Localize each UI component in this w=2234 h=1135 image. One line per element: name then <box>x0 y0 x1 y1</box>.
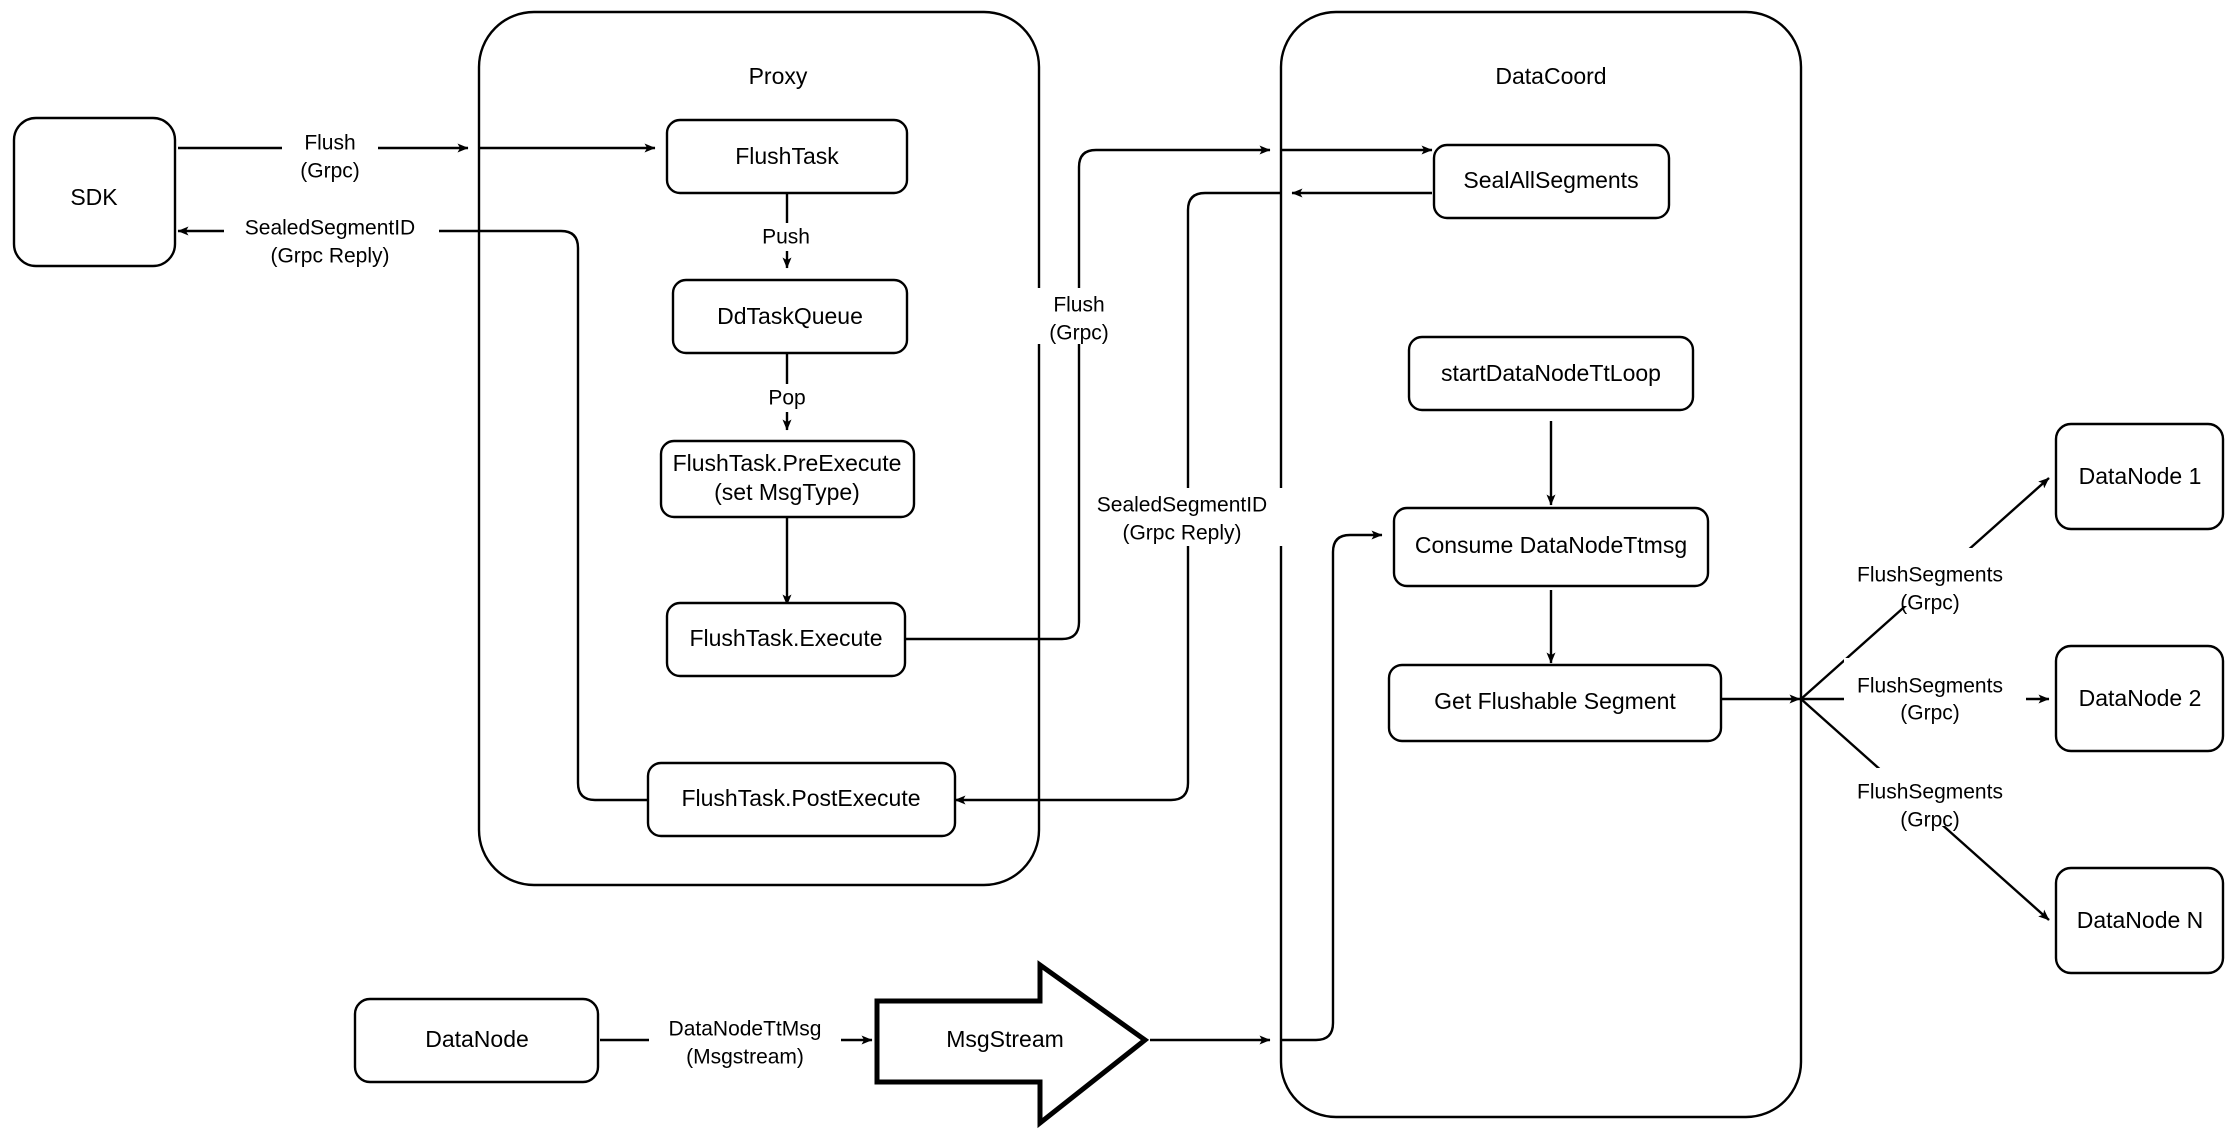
node-flushtask-postexecute-label: FlushTask.PostExecute <box>681 785 920 811</box>
edge-label-pop: Pop <box>768 387 805 410</box>
edge-label-coord-reply-line2: (Grpc Reply) <box>1122 522 1241 545</box>
edge-label-sdk-flush-line2: (Grpc) <box>300 160 360 183</box>
edge-label-flushsegments-2-line1: FlushSegments <box>1857 675 2003 698</box>
edge-label-datanodettmsg-line1: DataNodeTtMsg <box>669 1018 822 1041</box>
label-bg-sdk-reply <box>224 211 439 269</box>
edge-label-sdk-reply-line2: (Grpc Reply) <box>270 245 389 268</box>
node-start-datanode-tt-loop[interactable] <box>1407 335 1695 412</box>
node-get-flushable-segment-label: Get Flushable Segment <box>1434 688 1676 714</box>
edge-label-proxy-flush-line2: (Grpc) <box>1049 322 1109 345</box>
node-datanode-2-label: DataNode 2 <box>2079 685 2202 711</box>
node-ddtaskqueue[interactable] <box>671 278 909 355</box>
edge-label-flushsegments-1-line1: FlushSegments <box>1857 564 2003 587</box>
node-sdk[interactable] <box>12 116 177 268</box>
label-bg-flushsegments-2 <box>1844 658 2026 716</box>
container-datacoord-label: DataCoord <box>1495 63 1606 89</box>
label-bg-coord-reply <box>1087 488 1289 546</box>
node-sealallsegments-label: SealAllSegments <box>1463 167 1638 193</box>
node-flushtask-label: FlushTask <box>735 143 839 169</box>
edge-label-coord-reply-line1: SealedSegmentID <box>1097 494 1267 517</box>
node-flushtask-preexecute[interactable] <box>659 439 916 519</box>
node-flushtask-postexecute[interactable] <box>646 761 957 838</box>
node-msgstream-label: MsgStream <box>946 1026 1064 1052</box>
edge-label-sdk-flush-line1: Flush <box>304 132 355 155</box>
label-bg-push <box>755 223 817 251</box>
edge-label-proxy-flush-line1: Flush <box>1053 294 1104 317</box>
label-bg-datanodettmsg <box>649 1012 841 1070</box>
edge-label-push: Push <box>762 226 810 249</box>
node-get-flushable-segment[interactable] <box>1387 663 1723 743</box>
node-sdk-label: SDK <box>70 184 118 210</box>
edge-postexecute-to-sdk <box>177 226 648 802</box>
node-msgstream-arrow[interactable] <box>874 960 1150 1129</box>
node-flushtask-preexecute-label-line2: (set MsgType) <box>714 479 860 505</box>
node-datanode-n[interactable] <box>2054 866 2225 975</box>
container-proxy-label: Proxy <box>749 63 808 89</box>
edge-label-flushsegments-n-line2: (Grpc) <box>1900 809 1960 832</box>
node-datanode-2[interactable] <box>2054 644 2225 753</box>
node-consume-datanode-ttmsg[interactable] <box>1392 506 1710 588</box>
edge-label-flushsegments-1-line2: (Grpc) <box>1900 592 1960 615</box>
node-datanode-source-label: DataNode <box>425 1026 529 1052</box>
label-bg-sdk-flush <box>282 126 378 182</box>
edge-execute-to-datacoord <box>905 145 1271 641</box>
node-datanode-1-label: DataNode 1 <box>2079 463 2202 489</box>
label-bg-flushsegments-1 <box>1844 548 2026 606</box>
node-flushtask-execute-label: FlushTask.Execute <box>689 625 882 651</box>
node-datanode-source[interactable] <box>353 997 600 1084</box>
node-sealallsegments[interactable] <box>1432 143 1671 220</box>
node-datanode-n-label: DataNode N <box>2077 907 2204 933</box>
edge-label-sdk-reply-line1: SealedSegmentID <box>245 217 415 240</box>
edge-label-flushsegments-2-line2: (Grpc) <box>1900 702 1960 725</box>
label-bg-proxy-flush <box>1033 288 1125 344</box>
node-start-datanode-tt-loop-label: startDataNodeTtLoop <box>1441 360 1661 386</box>
edge-label-flushsegments-n-line1: FlushSegments <box>1857 781 2003 804</box>
label-bg-pop <box>759 384 815 412</box>
node-flushtask[interactable] <box>665 118 909 195</box>
node-flushtask-preexecute-label-line1: FlushTask.PreExecute <box>673 450 902 476</box>
edge-datacoord-bottom-to-consume <box>1281 530 1383 1042</box>
label-bg-flushsegments-n <box>1844 768 2026 826</box>
edge-label-datanodettmsg-line2: (Msgstream) <box>686 1046 804 1069</box>
node-consume-datanode-ttmsg-label: Consume DataNodeTtmsg <box>1415 532 1687 558</box>
node-flushtask-execute[interactable] <box>665 601 907 678</box>
node-ddtaskqueue-label: DdTaskQueue <box>717 303 863 329</box>
node-datanode-1[interactable] <box>2054 422 2225 531</box>
